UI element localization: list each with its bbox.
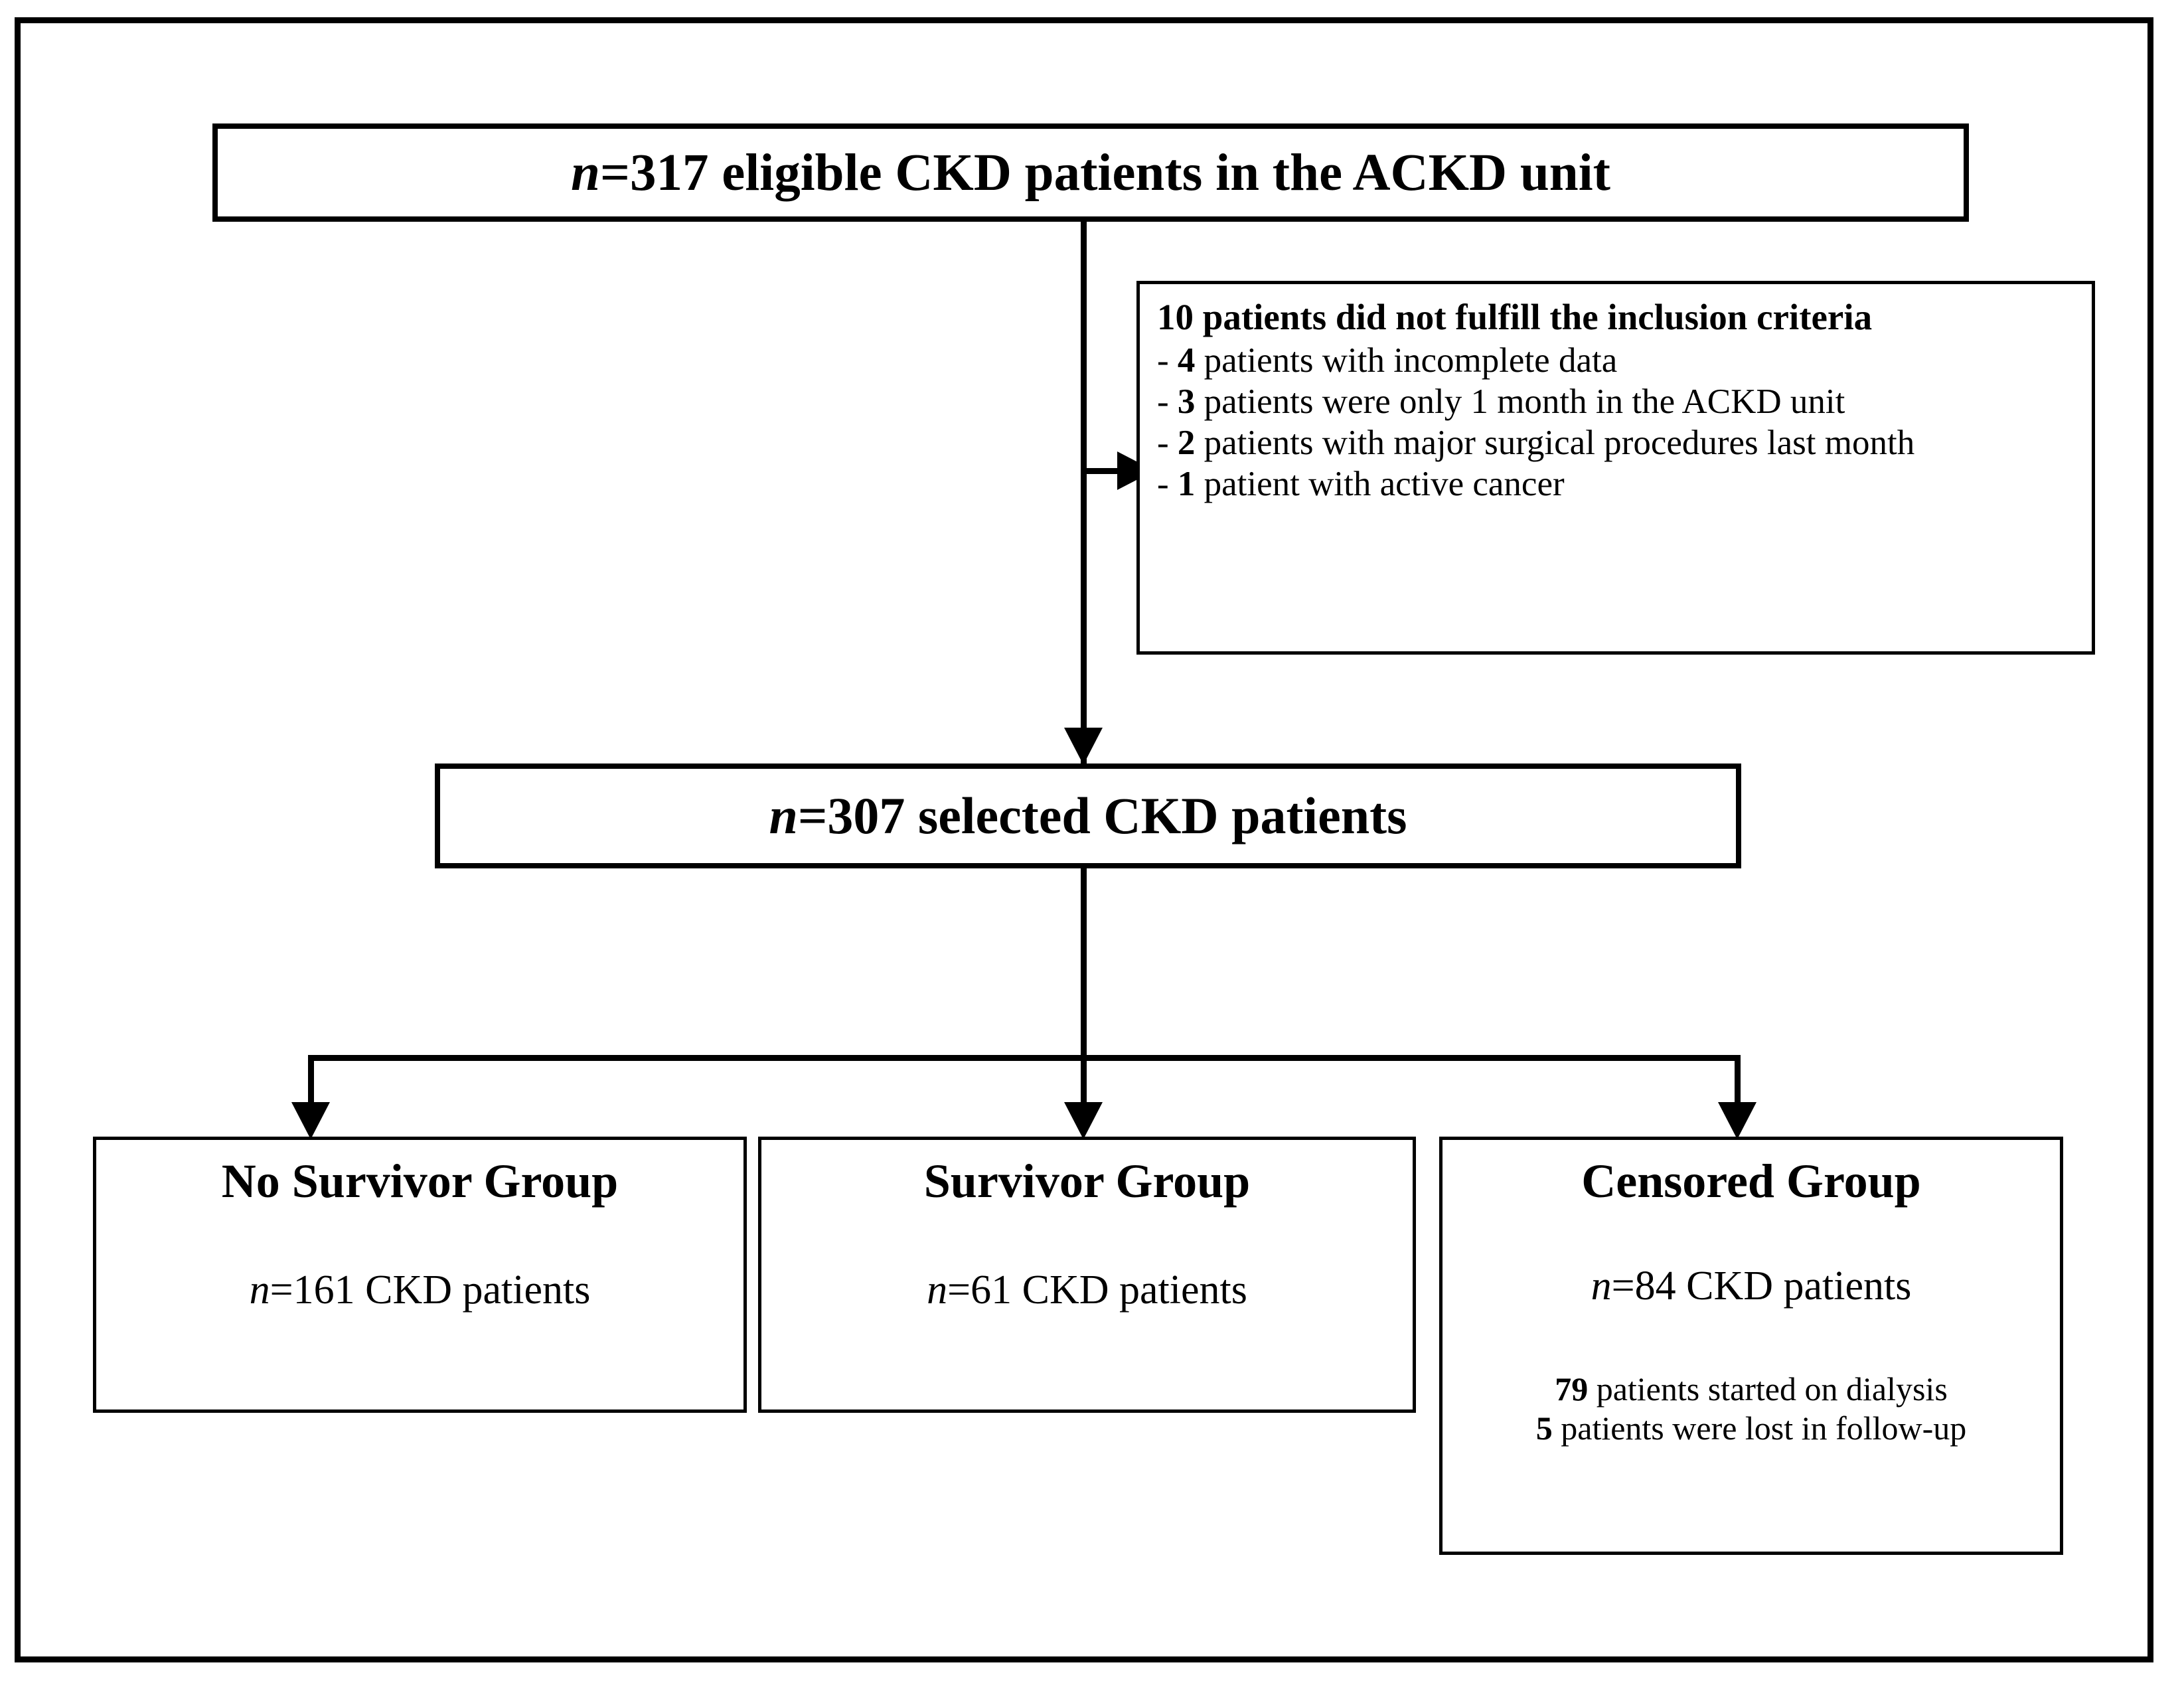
group-survivor-n-symbol: n [927, 1267, 948, 1313]
exclusion-title: 10 patients did not fulfill the inclusio… [1157, 297, 1873, 337]
eligible-n-symbol: n [571, 143, 600, 202]
group-no-survivor-count: n=161 CKD patients [96, 1267, 743, 1313]
selected-n-value: 307 [827, 787, 905, 844]
group-no-survivor-n-symbol: n [249, 1267, 270, 1313]
group-censored-n-symbol: n [1591, 1263, 1612, 1309]
group-survivor-count-label: CKD patients [1012, 1267, 1247, 1313]
exclusion-item-2-dash: - [1157, 382, 1178, 422]
group-no-survivor-title: No Survivor Group [221, 1155, 619, 1208]
exclusion-item-3-dash: - [1157, 424, 1178, 463]
exclusion-item-3-count: 2 [1177, 424, 1196, 463]
group-censored-n-value: 84 [1634, 1263, 1676, 1309]
node-eligible-patients: n=317 eligible CKD patients in the ACKD … [212, 123, 1969, 222]
exclusion-item-1: - 4 patients with incomplete data [1157, 340, 2074, 381]
connector-branch-to-exclusion [1081, 468, 1121, 474]
node-group-censored: Censored Group n=84 CKD patients 79 pati… [1439, 1137, 2063, 1555]
selected-equals: = [797, 787, 828, 844]
group-censored-notes: 79 patients started on dialysis 5 patien… [1443, 1370, 2060, 1448]
node-selected-patients: n=307 selected CKD patients [435, 764, 1741, 868]
node-exclusion-criteria: 10 patients did not fulfill the inclusio… [1136, 281, 2095, 655]
group-censored-count-label: CKD patients [1676, 1263, 1912, 1309]
eligible-label: eligible CKD patients in the ACKD unit [708, 143, 1610, 202]
exclusion-item-2-text: patients were only 1 month in the ACKD u… [1195, 382, 1845, 422]
group-survivor-equals: = [947, 1267, 971, 1313]
connector-selected-trunk [1081, 868, 1087, 1060]
arrowhead-down-selected-icon [1064, 728, 1103, 765]
exclusion-item-4-text: patient with active cancer [1195, 465, 1565, 504]
exclusion-item-1-count: 4 [1177, 341, 1196, 380]
connector-drop-censored [1735, 1055, 1741, 1109]
group-no-survivor-count-label: CKD patients [354, 1267, 591, 1313]
group-censored-equals: = [1611, 1263, 1635, 1309]
exclusion-item-1-text: patients with incomplete data [1195, 341, 1618, 380]
group-survivor-count: n=61 CKD patients [761, 1267, 1413, 1313]
exclusion-item-3: - 2 patients with major surgical procedu… [1157, 422, 2074, 463]
group-censored-note-2-text: patients were lost in follow-up [1552, 1409, 1967, 1447]
group-survivor-title: Survivor Group [923, 1155, 1251, 1208]
group-censored-note-1-text: patients started on dialysis [1588, 1370, 1948, 1408]
arrowhead-down-survivor-icon [1064, 1102, 1103, 1139]
exclusion-item-2: - 3 patients were only 1 month in the AC… [1157, 381, 2074, 422]
exclusion-item-1-dash: - [1157, 341, 1178, 380]
node-group-survivor: Survivor Group n=61 CKD patients [758, 1137, 1416, 1413]
group-censored-note-2: 5 patients were lost in follow-up [1443, 1409, 2060, 1448]
group-censored-count: n=84 CKD patients [1443, 1263, 2060, 1309]
exclusion-item-4: - 1 patient with active cancer [1157, 463, 2074, 505]
eligible-n-value: 317 [630, 143, 709, 202]
connector-drop-no-survivor [308, 1055, 314, 1109]
connector-distribution-bar [308, 1055, 1741, 1061]
eligible-headline: n=317 eligible CKD patients in the ACKD … [571, 147, 1610, 199]
connector-eligible-to-selected [1081, 222, 1087, 799]
selected-headline: n=307 selected CKD patients [769, 790, 1407, 842]
connector-drop-survivor [1081, 1055, 1087, 1109]
selected-label: selected CKD patients [905, 787, 1407, 844]
group-censored-note-1: 79 patients started on dialysis [1443, 1370, 2060, 1409]
group-no-survivor-n-value: 161 [293, 1267, 355, 1313]
exclusion-item-4-dash: - [1157, 465, 1178, 504]
eligible-equals: = [599, 143, 630, 202]
group-censored-note-2-count: 5 [1535, 1409, 1553, 1447]
node-group-no-survivor: No Survivor Group n=161 CKD patients [93, 1137, 747, 1413]
selected-n-symbol: n [769, 787, 798, 844]
exclusion-item-3-text: patients with major surgical procedures … [1195, 424, 1915, 463]
exclusion-item-4-count: 1 [1177, 465, 1196, 504]
group-censored-title: Censored Group [1581, 1155, 1921, 1208]
group-no-survivor-equals: = [270, 1267, 293, 1313]
group-survivor-n-value: 61 [971, 1267, 1012, 1313]
arrowhead-down-censored-icon [1718, 1102, 1756, 1139]
exclusion-item-2-count: 3 [1177, 382, 1196, 422]
group-censored-note-1-count: 79 [1555, 1370, 1589, 1408]
arrowhead-down-no-survivor-icon [291, 1102, 330, 1139]
